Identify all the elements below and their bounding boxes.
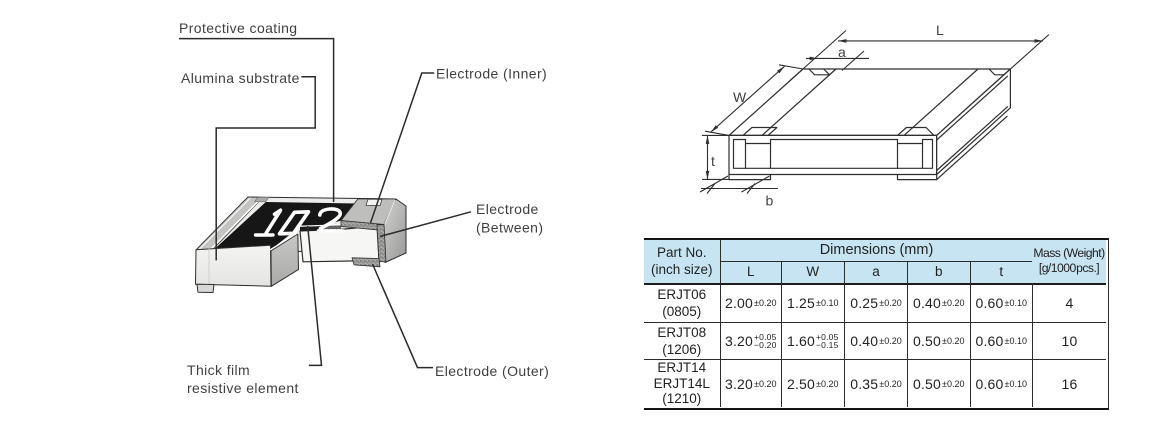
svg-text:a: a <box>838 44 846 60</box>
svg-text:resistive element: resistive element <box>187 380 299 396</box>
svg-text:W: W <box>733 89 747 105</box>
svg-text:Electrode: Electrode <box>476 201 539 217</box>
svg-text:Electrode (Inner): Electrode (Inner) <box>436 66 547 82</box>
svg-text:Alumina substrate: Alumina substrate <box>181 70 300 86</box>
svg-text:t: t <box>711 153 715 169</box>
svg-text:Electrode (Outer): Electrode (Outer) <box>435 363 549 379</box>
svg-text:b: b <box>766 193 774 209</box>
svg-text:Protective coating: Protective coating <box>179 20 297 36</box>
svg-text:(Between): (Between) <box>476 220 543 236</box>
svg-text:Thick film: Thick film <box>187 362 250 378</box>
svg-text:L: L <box>936 22 944 38</box>
